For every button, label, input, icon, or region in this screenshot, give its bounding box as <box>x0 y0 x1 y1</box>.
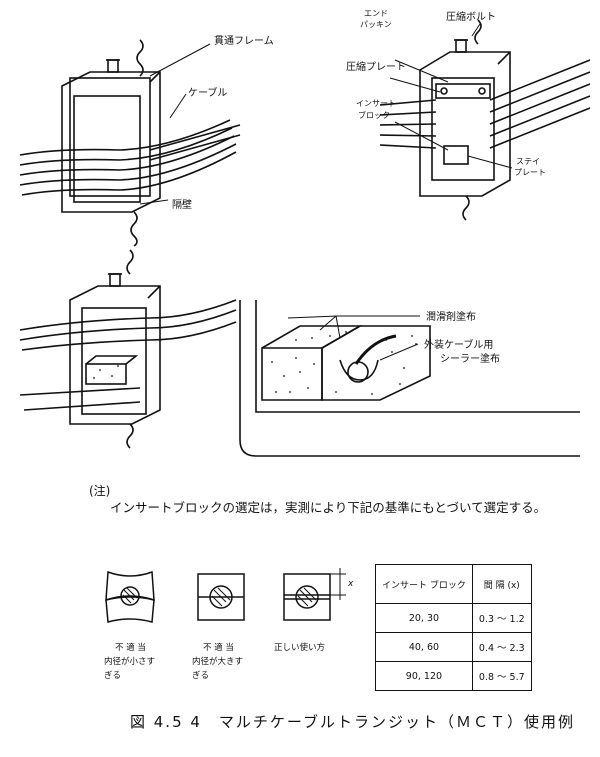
table-row: 40, 60 0.4 ～ 2.3 <box>375 632 532 662</box>
table-cell: 0.3 ～ 1.2 <box>471 603 532 633</box>
insert-block-detail <box>239 300 580 457</box>
label-end-packing-2: パッキン <box>360 20 392 29</box>
table-header-cell: インサート ブロック <box>375 564 473 604</box>
frame-illustration-3 <box>19 249 237 449</box>
example-3-line1: 正しい使い方 <box>274 642 325 653</box>
selection-table: インサート ブロック 間 隔 (x) 20, 30 0.3 ～ 1.2 40, … <box>375 564 532 691</box>
table-row: 20, 30 0.3 ～ 1.2 <box>375 603 532 633</box>
label-bolt: 圧縮ボルト <box>446 10 496 23</box>
table-cell: 90, 120 <box>375 661 473 691</box>
label-frame: 貫通フレーム <box>214 35 274 47</box>
table-header-row: インサート ブロック 間 隔 (x) <box>375 564 532 604</box>
label-cable: ケーブル <box>188 86 227 99</box>
example-2-line1: 不 適 当 <box>203 642 234 653</box>
example-2-line3: ぎる <box>192 670 209 681</box>
label-stay-plate-1: ステイ <box>516 157 540 166</box>
label-stay-plate-2: プレート <box>514 168 546 177</box>
note-text: インサートブロックの選定は，実測により下記の基準にもとづいて選定する。 <box>110 500 547 515</box>
label-insert-block-1: インサート <box>356 99 396 108</box>
label-sealer-2: シーラー塗布 <box>440 352 500 365</box>
table-cell: 0.4 ～ 2.3 <box>471 632 532 662</box>
selection-examples <box>105 568 346 623</box>
label-end-packing-1: エンド <box>364 9 388 18</box>
block-texture <box>93 331 417 395</box>
example-1-line1: 不 適 当 <box>115 642 146 653</box>
table-header-cell: 間 隔 (x) <box>471 564 532 604</box>
frame-illustration-2 <box>379 19 591 221</box>
table-cell: 40, 60 <box>375 632 473 662</box>
table-cell: 20, 30 <box>375 603 473 633</box>
table-cell: 0.8 ～ 5.7 <box>471 661 532 691</box>
label-sealer-1: 外装ケーブル用 <box>424 338 493 351</box>
note-heading: (注) <box>89 484 111 498</box>
example-1-line3: ぎる <box>104 670 121 681</box>
example-1-line2: 内径が小さす <box>104 656 155 667</box>
example-2-line2: 内径が大きす <box>192 656 243 667</box>
label-lubricant: 潤滑剤塗布 <box>426 310 476 323</box>
label-plate: 圧縮プレート <box>346 60 406 73</box>
label-partition: 隔壁 <box>172 198 192 211</box>
table-row: 90, 120 0.8 ～ 5.7 <box>375 661 532 691</box>
label-insert-block-2: ブロック <box>358 110 390 120</box>
gap-symbol: x <box>347 579 354 589</box>
figure-caption: 図 4.5 4 マルチケーブルトランジット（ＭＣＴ）使用例 <box>130 713 576 731</box>
frame-illustration-1 <box>19 39 241 247</box>
